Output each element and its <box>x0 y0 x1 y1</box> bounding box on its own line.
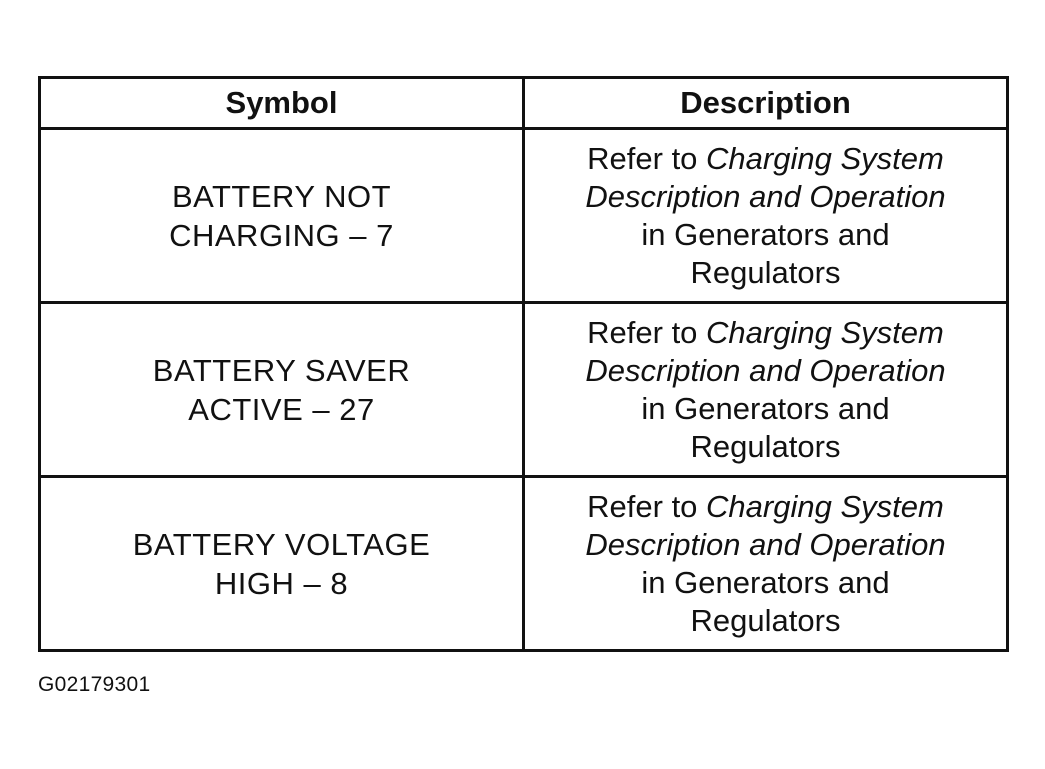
symbol-cell: BATTERY NOT CHARGING – 7 <box>38 127 525 304</box>
table-row: BATTERY SAVER ACTIVE – 27 Refer to Charg… <box>38 301 1009 478</box>
description-line: in Generators and <box>641 564 890 600</box>
description-line: Refer to Charging System <box>525 140 1006 178</box>
description-reference-title: Charging System <box>706 314 944 350</box>
description-line: Regulators <box>690 602 841 638</box>
description-line: Description and Operation <box>525 526 1006 564</box>
description-reference-title: Charging System <box>706 488 944 524</box>
symbol-description-table: Symbol Description BATTERY NOT CHARGING … <box>38 76 1009 652</box>
description-line: Refer to Charging System <box>525 314 1006 352</box>
description-line: Regulators <box>690 254 841 290</box>
table-row: BATTERY NOT CHARGING – 7 Refer to Chargi… <box>38 127 1009 304</box>
description-line: in Generators and <box>641 216 890 252</box>
symbol-line: BATTERY SAVER <box>152 352 411 388</box>
description-line: Regulators <box>690 428 841 464</box>
description-cell: Refer to Charging System Description and… <box>522 301 1009 478</box>
description-reference-title: Description and Operation <box>585 178 946 214</box>
header-description: Description <box>522 76 1009 130</box>
description-line: Description and Operation <box>525 352 1006 390</box>
symbol-line: ACTIVE – 27 <box>188 391 375 427</box>
description-prefix: Refer to <box>587 140 707 176</box>
description-cell: Refer to Charging System Description and… <box>522 127 1009 304</box>
table-header-row: Symbol Description <box>38 76 1009 130</box>
description-reference-title: Description and Operation <box>585 526 946 562</box>
description-prefix: Refer to <box>587 488 707 524</box>
description-prefix: Refer to <box>587 314 707 350</box>
symbol-line: BATTERY VOLTAGE <box>132 526 431 562</box>
description-line: Description and Operation <box>525 178 1006 216</box>
table-row: BATTERY VOLTAGE HIGH – 8 Refer to Chargi… <box>38 475 1009 652</box>
symbol-line: BATTERY NOT <box>171 178 392 214</box>
header-symbol: Symbol <box>38 76 525 130</box>
description-reference-title: Charging System <box>706 140 944 176</box>
symbol-cell: BATTERY VOLTAGE HIGH – 8 <box>38 475 525 652</box>
description-cell: Refer to Charging System Description and… <box>522 475 1009 652</box>
description-reference-title: Description and Operation <box>585 352 946 388</box>
description-line: in Generators and <box>641 390 890 426</box>
symbol-line: HIGH – 8 <box>214 565 349 601</box>
description-line: Refer to Charging System <box>525 488 1006 526</box>
symbol-line: CHARGING – 7 <box>169 217 394 253</box>
figure-code: G02179301 <box>38 673 151 696</box>
symbol-cell: BATTERY SAVER ACTIVE – 27 <box>38 301 525 478</box>
